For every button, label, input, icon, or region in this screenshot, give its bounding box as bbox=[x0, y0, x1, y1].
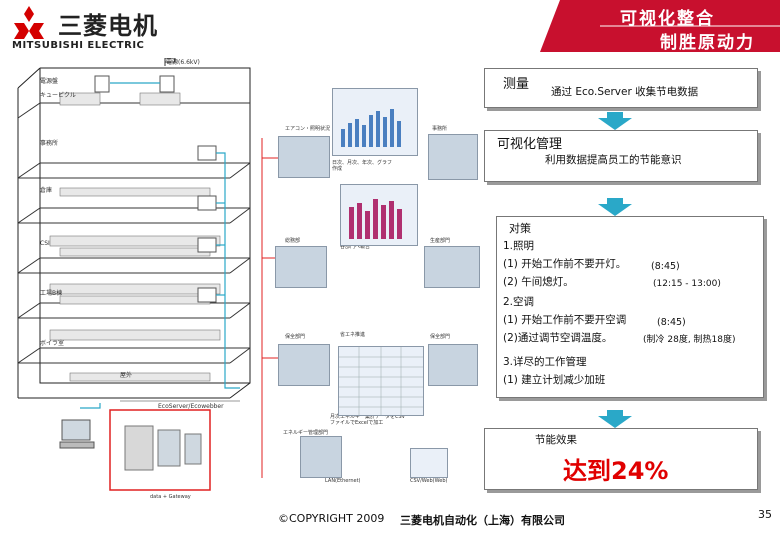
worker-photo-4 bbox=[424, 246, 480, 288]
worker-photo-2 bbox=[428, 134, 478, 180]
diagram-note-4: 総務部 bbox=[285, 238, 301, 244]
effect-box: 节能效果 达到24% bbox=[484, 428, 758, 490]
diagram-note-5: 各部門へ報告 bbox=[340, 244, 410, 250]
floor-label-5: CSI bbox=[40, 240, 50, 247]
mitsubishi-logo-icon bbox=[14, 6, 44, 39]
company-name: 三菱电机自动化（上海）有限公司 bbox=[400, 514, 565, 527]
slogan-line-1: 可视化整合 bbox=[620, 9, 715, 29]
measure-text: 通过 Eco.Server 收集节电数据 bbox=[551, 86, 699, 98]
floor-label-7: ボイラ室 bbox=[40, 340, 65, 347]
diagram-note-10: 月次エネルギー集計データをCSVファイルでExcelで加工 bbox=[330, 414, 405, 426]
measures-time-3: (8:45) bbox=[657, 317, 686, 328]
diagram-note-7: 省エネ推進 bbox=[340, 332, 366, 338]
equipment-photo bbox=[300, 436, 342, 478]
spreadsheet-thumbnail bbox=[338, 346, 424, 416]
lan-label: LAN(Ethernet) bbox=[325, 478, 361, 484]
diagram-note-6: 生産部門 bbox=[430, 238, 451, 244]
worker-photo-1 bbox=[278, 136, 330, 178]
building-diagram bbox=[17, 58, 280, 491]
diagram-note-3: 日次、月次、年次、グラフ作成 bbox=[332, 160, 393, 172]
effect-title: 节能效果 bbox=[535, 434, 577, 446]
brand-name-cn: 三菱电机 bbox=[58, 12, 158, 40]
graph-screen-thumbnail bbox=[332, 88, 418, 156]
worker-photo-5 bbox=[278, 344, 330, 386]
power-source-label: 電源(6.6kV) bbox=[166, 59, 200, 66]
measures-title: 对策 bbox=[509, 222, 531, 235]
page-number: 35 bbox=[758, 508, 772, 521]
measures-line-3: (2) 午间熄灯。 bbox=[503, 276, 574, 288]
effect-result: 达到24% bbox=[563, 457, 669, 485]
diagram-note-11: エネルギー管理部門 bbox=[283, 430, 329, 436]
brand-name-en: MITSUBISHI ELECTRIC bbox=[12, 40, 145, 51]
eco-server-label: EcoServer/Ecowebber bbox=[158, 403, 224, 410]
measures-box: 对策 1.照明 (1) 开始工作前不要开灯。 (2) 午间熄灯。 2.空调 (1… bbox=[496, 216, 764, 398]
measures-line-4: 2.空调 bbox=[503, 296, 535, 308]
measures-line-6: (2)通过调节空调温度。 bbox=[503, 332, 613, 344]
diagram-note-1: エアコン・照明状況 bbox=[285, 126, 331, 132]
measures-line-5: (1) 开始工作前不要开空调 bbox=[503, 314, 627, 326]
pc-monitor bbox=[410, 448, 448, 478]
floor-label-8: 屋外 bbox=[120, 372, 133, 379]
diagram-note-9: 保全部門 bbox=[430, 334, 451, 340]
floor-label-4: 倉庫 bbox=[40, 187, 53, 194]
header: 三菱电机 MITSUBISHI ELECTRIC 可视化整合 制胜原动力 bbox=[0, 0, 780, 58]
measures-line-8: (1) 建立计划减少加班 bbox=[503, 374, 606, 386]
slogan-line-2: 制胜原动力 bbox=[660, 33, 755, 53]
measures-line-2: (1) 开始工作前不要开灯。 bbox=[503, 258, 627, 270]
down-arrow-icon-3 bbox=[598, 410, 632, 428]
measures-line-1: 1.照明 bbox=[503, 240, 535, 252]
floor-label-3: 事務所 bbox=[40, 140, 59, 147]
worker-photo-6 bbox=[428, 344, 478, 386]
visual-box: 可视化管理 利用数据提高员工的节能意识 bbox=[484, 130, 758, 182]
floor-label-1: 電源盤 bbox=[40, 78, 59, 85]
measures-time-1: (8:45) bbox=[651, 261, 680, 272]
bar-chart-thumbnail bbox=[340, 184, 418, 246]
ops-label: CSV/Web(Web) bbox=[410, 478, 448, 484]
measures-time-4: (制冷 28度, 制热18度) bbox=[643, 335, 736, 345]
slogan-banner bbox=[540, 0, 780, 52]
diagram-note-8: 保全部門 bbox=[285, 334, 306, 340]
floor-label-2: キュービクル bbox=[40, 92, 76, 99]
down-arrow-icon-2 bbox=[598, 198, 632, 216]
measure-box: 测量 通过 Eco.Server 收集节电数据 bbox=[484, 68, 758, 108]
data-label: data + Gateway bbox=[150, 494, 191, 500]
visual-text: 利用数据提高员工的节能意识 bbox=[545, 154, 682, 166]
worker-photo-3 bbox=[275, 246, 327, 288]
measure-title: 测量 bbox=[503, 77, 530, 92]
measures-time-2: (12:15 - 13:00) bbox=[653, 279, 721, 289]
visual-title: 可视化管理 bbox=[497, 137, 563, 152]
floor-label-6: 工場B棟 bbox=[40, 290, 63, 297]
measures-line-7: 3.详尽的工作管理 bbox=[503, 356, 587, 368]
copyright-text: ©COPYRIGHT 2009 bbox=[278, 512, 385, 525]
diagram-note-2: 事務所 bbox=[432, 126, 448, 132]
down-arrow-icon-1 bbox=[598, 112, 632, 130]
